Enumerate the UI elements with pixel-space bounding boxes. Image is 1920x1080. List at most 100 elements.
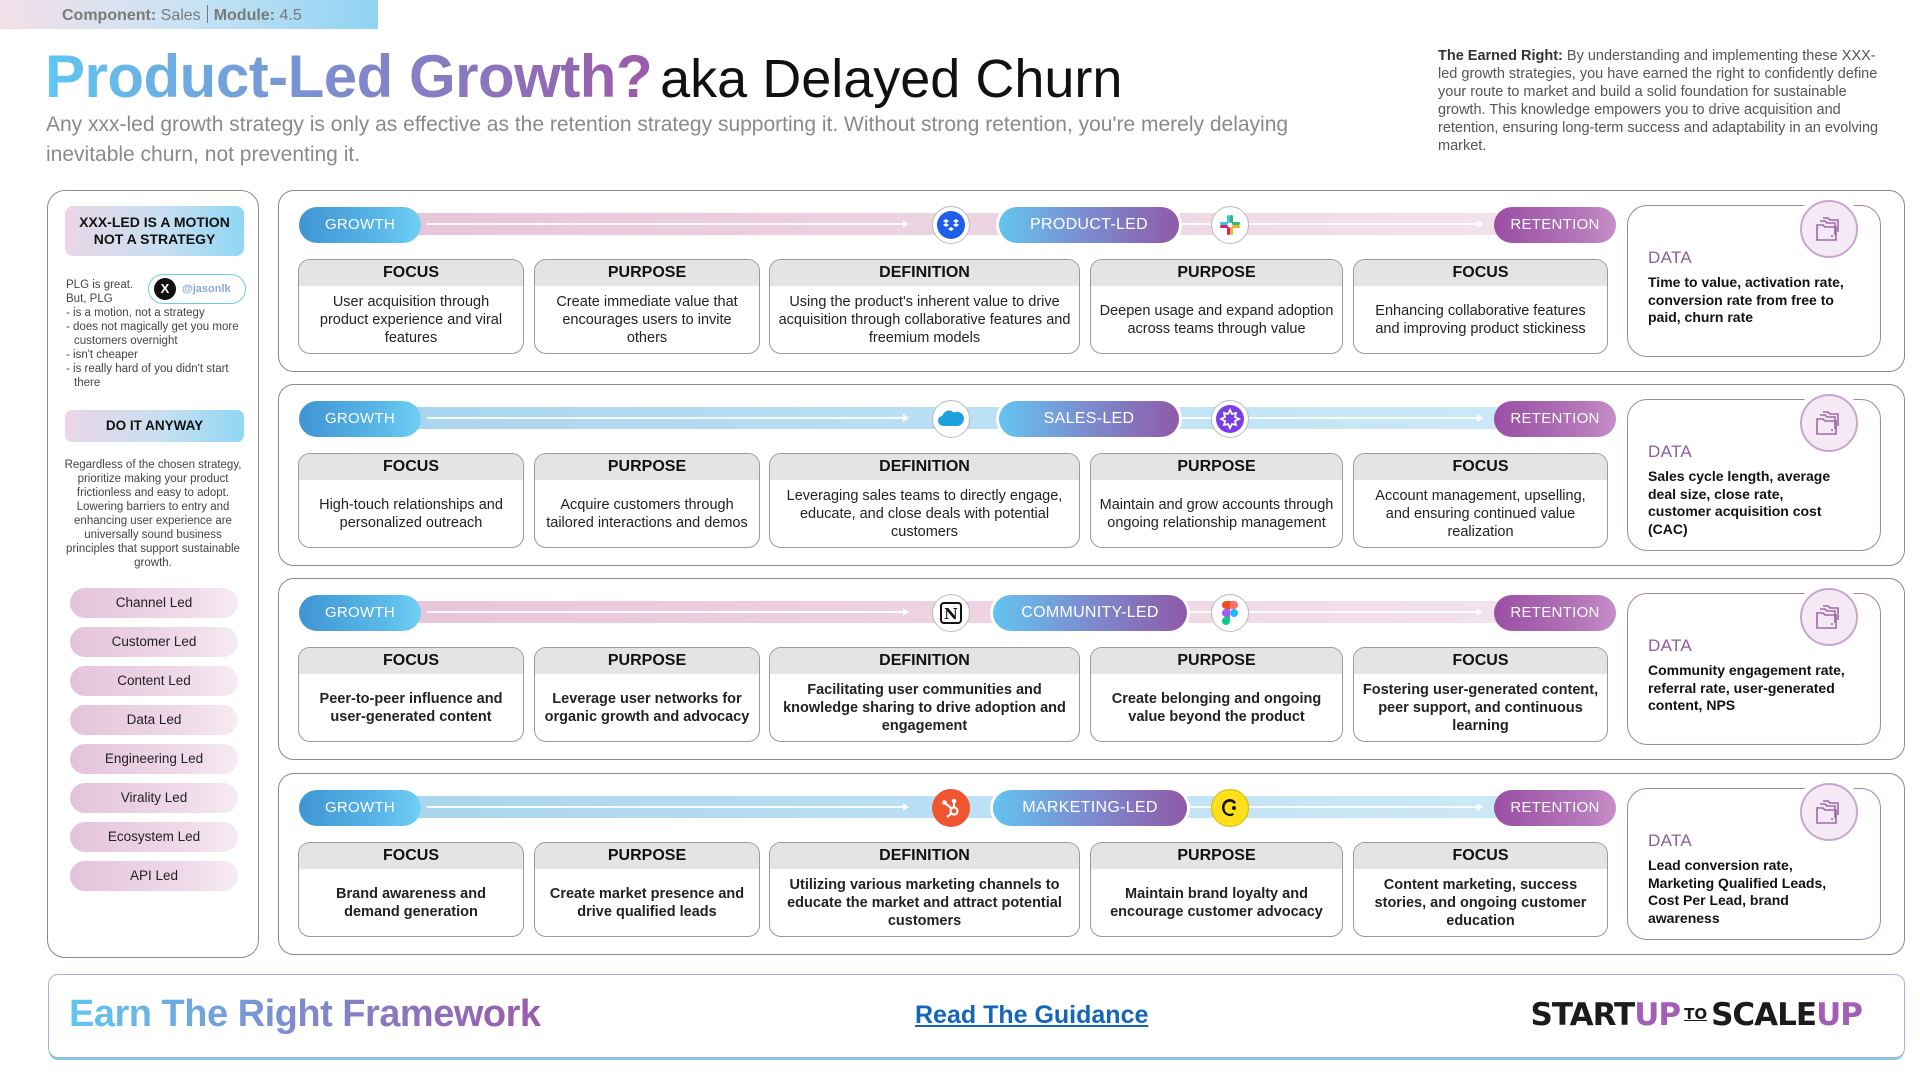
tag-divider (206, 5, 208, 23)
led-item-engineering[interactable]: Engineering Led (70, 744, 238, 774)
x-handle: @jasonlk (182, 283, 231, 295)
card-text: Create belonging and ongoing value beyon… (1111, 691, 1322, 725)
card-heading: FOCUS (299, 648, 523, 674)
strategy-pill-community-led: COMMUNITY-LED (993, 595, 1187, 631)
folders-icon (1800, 394, 1858, 452)
data-title: DATA (1648, 248, 1693, 267)
card-heading: DEFINITION (770, 843, 1079, 869)
plg-bullet: - is a motion, not a strategy (66, 307, 205, 319)
sidebar-heading: XXX-LED IS A MOTION NOT A STRATEGY (65, 206, 244, 256)
track-arrow (427, 608, 909, 615)
plg-notes: PLG is great. But, PLG X @jasonlk - is a… (66, 274, 246, 390)
plg-intro-2: But, PLG (66, 293, 113, 305)
led-item-virality[interactable]: Virality Led (70, 783, 238, 813)
plg-bullet: - is really hard of you didn't start the… (66, 363, 229, 389)
card-heading: FOCUS (1354, 454, 1607, 480)
figma-logo-icon (1211, 594, 1249, 632)
card-heading: PURPOSE (535, 648, 759, 674)
card-heading: PURPOSE (1091, 260, 1342, 286)
data-title: DATA (1648, 636, 1693, 655)
retention-pill: RETENTION (1494, 790, 1616, 826)
slack-logo-icon (1211, 206, 1249, 244)
data-metrics-box: DATA Lead conversion rate, Marketing Qua… (1627, 783, 1881, 940)
footer-bar: Earn The Right Framework Read The Guidan… (48, 974, 1905, 1058)
growth-pill: GROWTH (299, 401, 421, 437)
data-title: DATA (1648, 442, 1693, 461)
svg-text:N: N (944, 605, 958, 623)
card-heading: FOCUS (299, 260, 523, 286)
card-heading: PURPOSE (1091, 843, 1342, 869)
read-guidance-link[interactable]: Read The Guidance (915, 1001, 1149, 1029)
plg-intro-1: PLG is great. (66, 279, 134, 291)
led-item-api[interactable]: API Led (70, 861, 238, 891)
mailchimp-logo-icon (1211, 789, 1249, 827)
growth-retention-track: GROWTH SALES-LED RETENTION (299, 400, 1616, 438)
card-definition: DEFINITION Facilitating user communities … (769, 647, 1080, 742)
plg-bullet: - isn't cheaper (66, 349, 138, 361)
plg-bullet: - does not magically get you more custom… (66, 321, 239, 347)
folders-icon (1800, 200, 1858, 258)
track-arrow (427, 414, 909, 421)
track-arrow (1091, 414, 1483, 421)
led-item-data[interactable]: Data Led (70, 705, 238, 735)
card-heading: PURPOSE (535, 843, 759, 869)
track-arrow (427, 220, 909, 227)
earned-right-text: By understanding and implementing these … (1438, 48, 1879, 154)
card-text: Content marketing, success stories, and … (1374, 877, 1587, 929)
strategy-pill-marketing-led: MARKETING-LED (993, 790, 1187, 826)
card-purpose-retention: PURPOSE Maintain brand loyalty and encour… (1090, 842, 1343, 937)
card-text: Peer-to-peer influence and user-generate… (319, 691, 503, 725)
track-arrow (427, 803, 909, 810)
card-text: Maintain and grow accounts through ongoi… (1099, 497, 1334, 531)
track-arrow (1091, 220, 1483, 227)
data-metrics: Community engagement rate, referral rate… (1648, 662, 1845, 713)
folders-icon (1800, 783, 1858, 841)
retention-pill: RETENTION (1494, 401, 1616, 437)
led-item-customer[interactable]: Customer Led (70, 627, 238, 657)
x-profile-link[interactable]: X @jasonlk (148, 274, 246, 304)
brand-up-2: UP (1816, 997, 1863, 1033)
growth-pill: GROWTH (299, 207, 421, 243)
card-text: Leveraging sales teams to directly engag… (786, 488, 1063, 540)
brand-up: UP (1634, 997, 1681, 1033)
card-text: Acquire customers through tailored inter… (546, 497, 748, 531)
sidebar: XXX-LED IS A MOTION NOT A STRATEGY PLG i… (47, 190, 259, 958)
led-item-channel[interactable]: Channel Led (70, 588, 238, 618)
card-focus-acquisition: FOCUS Peer-to-peer influence and user-gen… (298, 647, 524, 742)
led-item-ecosystem[interactable]: Ecosystem Led (70, 822, 238, 852)
gong-logo-icon (1211, 400, 1249, 438)
data-metrics: Sales cycle length, average deal size, c… (1648, 468, 1831, 537)
card-text: Maintain brand loyalty and encourage cus… (1110, 886, 1323, 920)
card-heading: DEFINITION (770, 648, 1079, 674)
module-value: 4.5 (279, 7, 302, 24)
growth-pill: GROWTH (299, 790, 421, 826)
data-metrics-box: DATA Sales cycle length, average deal si… (1627, 394, 1881, 551)
strategy-pill-sales-led: SALES-LED (999, 401, 1179, 437)
card-heading: PURPOSE (1091, 648, 1342, 674)
brand-to: TO (1684, 1005, 1708, 1023)
growth-retention-track: GROWTH MARKETING-LED RETENTION (299, 789, 1616, 827)
card-text: Facilitating user communities and knowle… (783, 682, 1066, 734)
card-heading: DEFINITION (770, 260, 1079, 286)
card-heading: FOCUS (1354, 260, 1607, 286)
card-heading: FOCUS (1354, 648, 1607, 674)
card-text: Create immediate value that encourages u… (556, 294, 738, 346)
card-heading: PURPOSE (1091, 454, 1342, 480)
earned-right-note: The Earned Right: By understanding and i… (1438, 47, 1888, 155)
growth-pill: GROWTH (299, 595, 421, 631)
card-text: Fostering user-generated content, peer s… (1362, 682, 1599, 734)
led-item-content[interactable]: Content Led (70, 666, 238, 696)
retention-pill: RETENTION (1494, 207, 1616, 243)
x-logo-icon: X (154, 278, 176, 300)
